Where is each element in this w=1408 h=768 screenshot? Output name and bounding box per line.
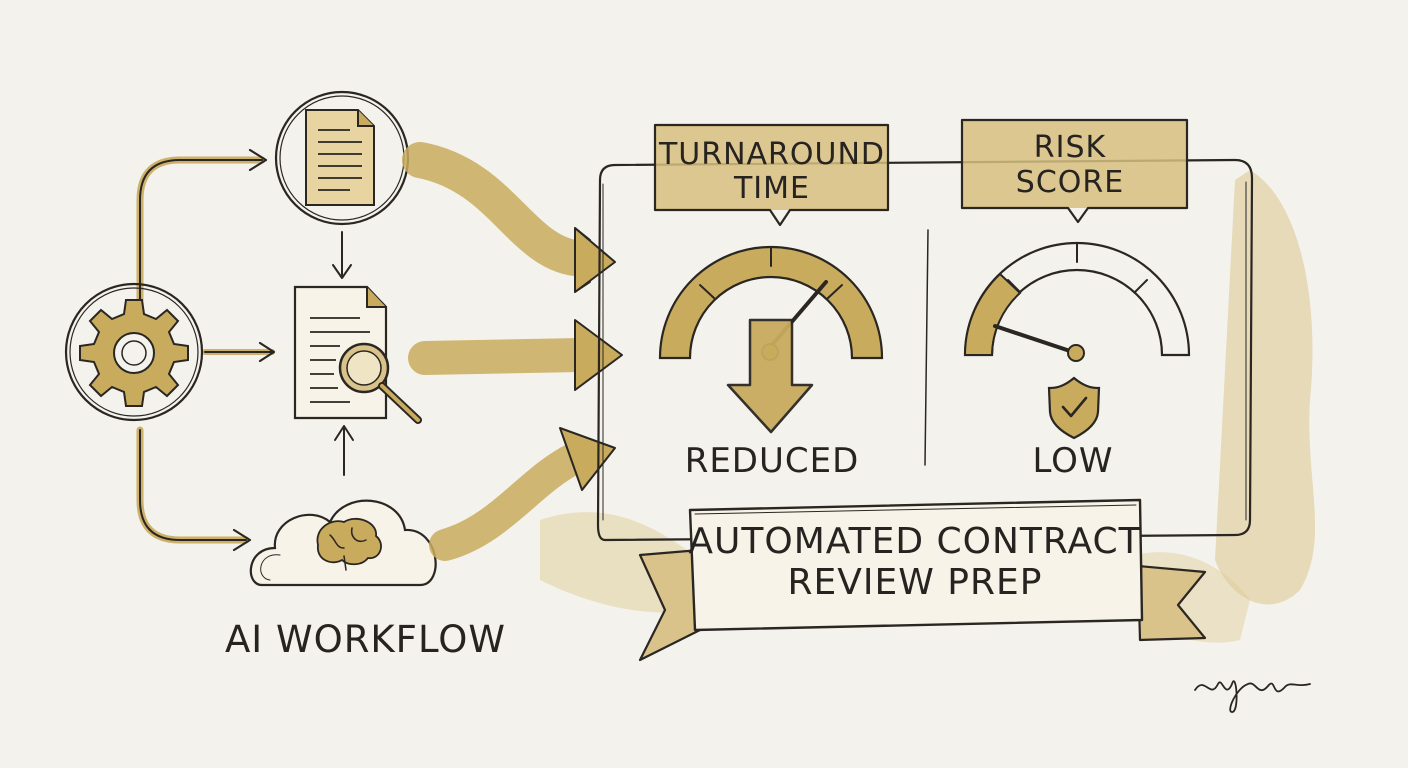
down-arrow-icon xyxy=(726,318,814,434)
metric-turnaround: TURNAROUND TIME REDUCED xyxy=(653,123,890,481)
metric-risk: RISK SCORE LOW xyxy=(960,118,1191,481)
risk-gauge xyxy=(963,241,1191,362)
metric-title-tag-risk: RISK SCORE xyxy=(960,118,1189,224)
panel-divider xyxy=(924,229,929,466)
document-icon xyxy=(305,109,375,206)
metrics-panel xyxy=(596,158,1254,542)
signature xyxy=(1194,680,1311,713)
workflow-connectors xyxy=(136,148,354,552)
metric-title-line2: TIME xyxy=(733,171,810,206)
metric-title-line1: RISK xyxy=(1034,130,1107,165)
metric-caption: REDUCED xyxy=(685,441,860,481)
banner-line2: REVIEW PREP xyxy=(788,562,1043,603)
flow-arrow-bottom xyxy=(429,442,591,561)
gear-node xyxy=(64,282,204,422)
flow-arrows xyxy=(402,142,623,561)
document-node xyxy=(274,90,410,226)
banner-line1: AUTOMATED CONTRACT xyxy=(688,521,1141,562)
flow-arrow-top xyxy=(402,142,593,276)
title-banner: AUTOMATED CONTRACT REVIEW PREP xyxy=(638,498,1207,662)
metric-title-tag-turnaround: TURNAROUND TIME xyxy=(653,123,890,227)
shield-check-icon xyxy=(1047,376,1101,440)
metric-caption: LOW xyxy=(1032,441,1113,481)
flow-arrow-middle xyxy=(408,338,597,375)
workflow-label: AI WORKFLOW xyxy=(225,618,506,661)
metric-title-line1: TURNAROUND xyxy=(658,137,885,172)
metric-title-line2: SCORE xyxy=(1016,165,1124,200)
cloud-brain-icon xyxy=(249,499,437,587)
gear-icon xyxy=(79,299,189,407)
document-review-node xyxy=(293,285,422,424)
cloud-brain-node xyxy=(249,499,437,587)
document-search-icon xyxy=(293,285,422,424)
